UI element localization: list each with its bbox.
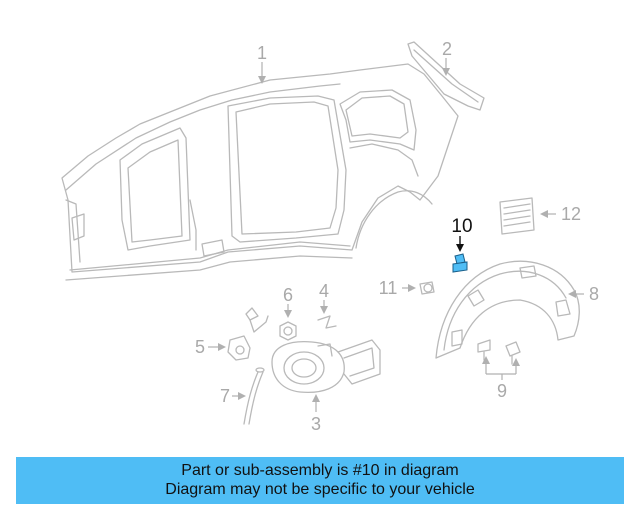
callout-10: 10 xyxy=(451,216,472,237)
roof-rail-molding xyxy=(407,41,485,111)
air-vent xyxy=(499,197,535,235)
callout-11: 11 xyxy=(379,278,398,298)
drain-hose xyxy=(243,367,265,425)
callout-2: 2 xyxy=(442,39,452,59)
wheelhouse-liner xyxy=(435,260,580,359)
callout-8: 8 xyxy=(589,284,599,304)
grommet xyxy=(279,321,297,341)
body-side-panel xyxy=(61,63,459,281)
callout-6: 6 xyxy=(283,285,293,305)
parts-diagram: 1 2 3 4 5 6 7 8 9 10 11 12 xyxy=(61,39,599,434)
callout-12: 12 xyxy=(561,204,581,224)
callout-1: 1 xyxy=(257,43,267,63)
callout-3: 3 xyxy=(311,414,321,434)
callout-7: 7 xyxy=(220,386,230,406)
diagram-caption-bar: Part or sub-assembly is #10 in diagram D… xyxy=(16,457,624,504)
push-pin-fasteners xyxy=(477,339,521,365)
bump-stop xyxy=(419,281,435,295)
fuel-door-latch xyxy=(227,307,269,361)
fuel-filler-housing xyxy=(271,339,381,394)
highlighted-clip-part-10 xyxy=(452,253,468,273)
caption-line-part-number: Part or sub-assembly is #10 in diagram xyxy=(181,462,459,479)
callout-4: 4 xyxy=(319,281,329,301)
caption-line-disclaimer: Diagram may not be specific to your vehi… xyxy=(165,481,475,498)
callout-leaders xyxy=(208,58,584,412)
callout-5: 5 xyxy=(195,337,205,357)
callout-9: 9 xyxy=(497,381,507,401)
fuel-door-spring xyxy=(317,315,337,329)
